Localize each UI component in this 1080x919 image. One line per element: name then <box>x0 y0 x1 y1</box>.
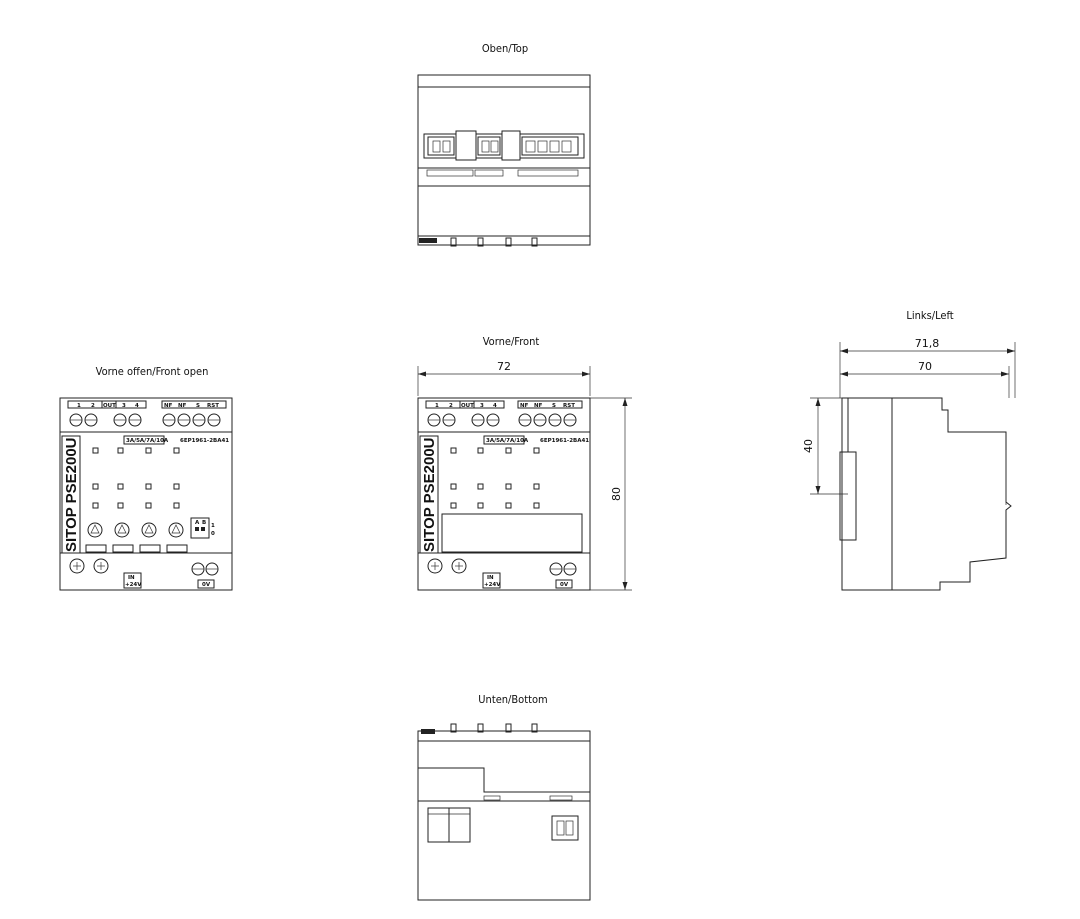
svg-text:RST: RST <box>207 403 219 409</box>
front-brand-label: SITOP PSE200U <box>421 437 438 552</box>
top-view: Oben/Top <box>417 42 591 247</box>
left-view: Links/Left 71,8 70 40 <box>802 309 1016 591</box>
brand-label: SITOP PSE200U <box>63 437 80 552</box>
svg-text:3: 3 <box>480 403 484 409</box>
svg-text:4: 4 <box>493 403 497 409</box>
left-overall-dimension: 71,8 <box>915 337 940 350</box>
bottom-view: Unten/Bottom <box>417 693 591 901</box>
svg-text:2: 2 <box>449 403 453 409</box>
svg-text:0: 0 <box>211 531 215 537</box>
svg-text:IN: IN <box>128 575 135 581</box>
svg-text:0V: 0V <box>560 582 569 588</box>
svg-text:B: B <box>202 520 206 526</box>
svg-text:1: 1 <box>211 523 215 529</box>
front-order-number: 6EP1961-2BA41 <box>540 438 589 444</box>
svg-text:RST: RST <box>563 403 575 409</box>
svg-text:+24V: +24V <box>484 582 501 588</box>
front-cover-window <box>441 513 583 553</box>
front-open-view-title: Vorne offen/Front open <box>96 365 209 378</box>
svg-text:3A/5A/7A/10A: 3A/5A/7A/10A <box>486 438 529 444</box>
svg-text:OUT: OUT <box>461 403 474 409</box>
front-led-indicators <box>450 447 540 509</box>
front-view-title: Vorne/Front <box>483 335 540 348</box>
order-number: 6EP1961-2BA41 <box>180 438 229 444</box>
svg-text:OUT: OUT <box>103 403 116 409</box>
svg-text:NF: NF <box>164 403 173 409</box>
potentiometer-knobs <box>87 522 184 538</box>
svg-text:2: 2 <box>91 403 95 409</box>
front-open-view: Vorne offen/Front open 1 2 OUT 3 4 NF NF… <box>59 365 233 591</box>
svg-text:3A/5A/7A/10A: 3A/5A/7A/10A <box>126 438 169 444</box>
left-height-dimension: 40 <box>802 439 815 453</box>
svg-text:3: 3 <box>122 403 126 409</box>
left-view-title: Links/Left <box>906 309 953 322</box>
svg-text:NF: NF <box>534 403 543 409</box>
led-indicators <box>92 447 180 509</box>
front-height-dimension: 80 <box>610 487 623 501</box>
front-top-screw-terminals <box>427 413 577 427</box>
svg-text:NF: NF <box>520 403 529 409</box>
svg-text:0V: 0V <box>202 582 211 588</box>
top-view-title: Oben/Top <box>482 42 528 55</box>
svg-text:+24V: +24V <box>125 582 142 588</box>
svg-text:NF: NF <box>178 403 187 409</box>
left-body-dimension: 70 <box>918 360 932 373</box>
svg-text:4: 4 <box>135 403 139 409</box>
svg-text:1: 1 <box>77 403 81 409</box>
svg-text:S: S <box>196 403 200 409</box>
top-screw-terminals <box>69 413 221 427</box>
svg-text:A: A <box>195 520 200 526</box>
front-width-dimension: 72 <box>497 360 511 373</box>
bottom-view-title: Unten/Bottom <box>478 693 547 706</box>
front-view: Vorne/Front 72 80 1 2 OUT 3 4 NF NF S RS… <box>417 335 632 591</box>
svg-text:1: 1 <box>435 403 439 409</box>
svg-text:IN: IN <box>487 575 494 581</box>
svg-text:S: S <box>552 403 556 409</box>
